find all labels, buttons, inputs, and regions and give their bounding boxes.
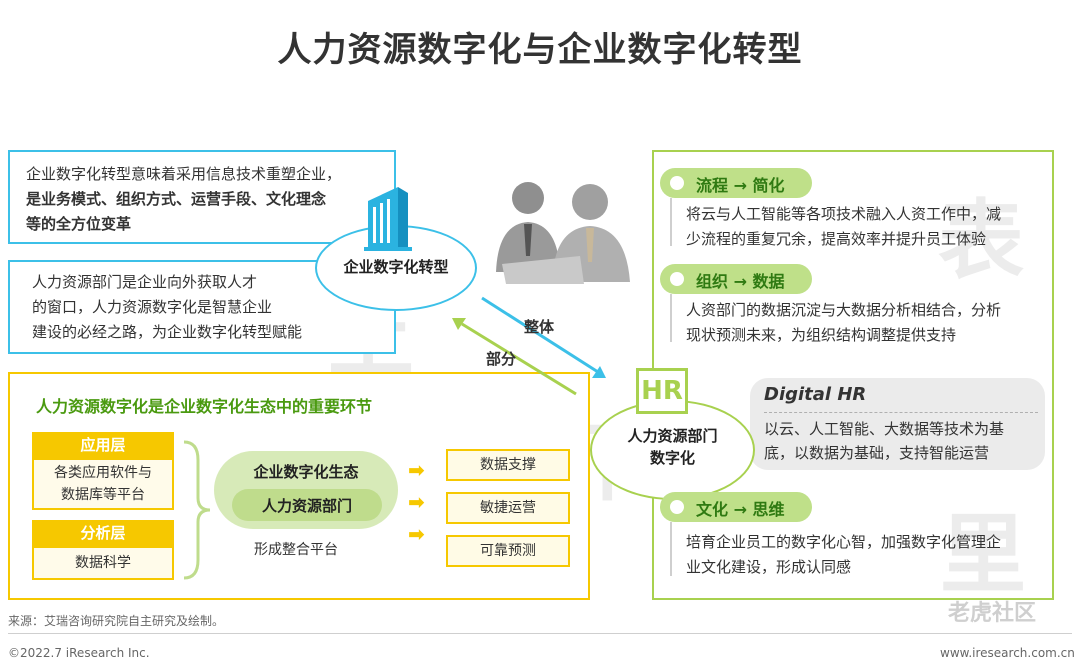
definition-line-3: 等的全方位变革 [26, 215, 132, 233]
culture-mindset-text: 培育企业员工的数字化心智，加强数字化管理企 业文化建设，形成认同感 [686, 530, 1001, 580]
hr-digitalization-line-2: 数字化 [649, 449, 695, 467]
definition-line-1: 企业数字化转型意味着采用信息技术重塑企业， [26, 165, 342, 183]
arrow-label-whole: 整体 [524, 318, 555, 336]
organization-data-pill: 组织 → 数据 [660, 264, 812, 294]
ecosystem-label: 企业数字化生态 [253, 463, 359, 481]
digital-hr-line-1: 以云、人工智能、大数据等技术为基 [764, 420, 1005, 438]
copyright: ©2022.7 iResearch Inc. [8, 646, 150, 660]
app-layer-head: 应用层 [32, 432, 174, 458]
digital-hr-text: 以云、人工智能、大数据等技术为基 底，以数据为基础，支持智能运营 [764, 417, 1040, 465]
bullet-dot-icon [670, 500, 684, 514]
hr-digitalization-label: 人力资源部门 数字化 [590, 425, 755, 469]
hr-digitalization-oval [590, 400, 755, 500]
app-layer-body: 各类应用软件与 数据库等平台 [32, 458, 174, 510]
page-title: 人力资源数字化与企业数字化转型 [277, 30, 803, 70]
bullet-dot-icon [670, 272, 684, 286]
culture-mindset-pill: 文化 → 思维 [660, 492, 812, 522]
integrated-platform-label: 形成整合平台 [254, 542, 338, 558]
output-agile-operation: 敏捷运营 [446, 492, 570, 524]
hr-department-box: 人力资源部门是企业向外获取人才 的窗口，人力资源数字化是智慧企业 建设的必经之路… [8, 260, 396, 354]
business-people-icon [496, 182, 630, 284]
enterprise-transformation-label: 企业数字化转型 [343, 258, 449, 276]
arrow-right-icon: ➡ [408, 458, 425, 482]
hr-dept-line-1: 人力资源部门是企业向外获取人才 [32, 273, 258, 291]
digital-hr-line-2: 底，以数据为基础，支持智能运营 [764, 444, 990, 462]
digital-hr-box [750, 378, 1045, 470]
process-simplify-label: 流程 → 简化 [696, 176, 785, 195]
digital-hr-title: Digital HR [764, 384, 867, 405]
hr-department-label: 人力资源部门 [261, 497, 352, 515]
watermark-li: 里 [940, 505, 1026, 605]
source-note: 来源：艾瑞咨询研究院自主研究及绘制。 [8, 614, 225, 628]
app-layer-line-1: 各类应用软件与 [54, 465, 152, 481]
arrow-right-icon: ➡ [408, 490, 425, 514]
footer-divider [8, 633, 1072, 634]
process-line-1: 将云与人工智能等各项技术融入人资工作中，减 [686, 205, 1002, 223]
interaction-arrows [452, 296, 606, 396]
arrow-label-part: 部分 [486, 350, 517, 368]
building-icon [364, 187, 412, 251]
definition-line-2: 是业务模式、组织方式、运营手段、文化理念 [26, 190, 327, 208]
transformation-definition-box: 企业数字化转型意味着采用信息技术重塑企业， 是业务模式、组织方式、运营手段、文化… [8, 150, 396, 244]
analysis-layer-body: 数据科学 [32, 546, 174, 580]
hr-department-pill [232, 489, 382, 521]
organization-data-text: 人资部门的数据沉淀与大数据分析相结合，分析 现状预测未来，为组织结构调整提供支持 [686, 298, 1001, 348]
hr-digitalization-line-1: 人力资源部门 [627, 427, 718, 445]
arrow-right-icon: ➡ [408, 522, 425, 546]
digital-hr-divider [764, 412, 1038, 413]
culture-line-1: 培育企业员工的数字化心智，加强数字化管理企 [686, 533, 1002, 551]
organization-data-label: 组织 → 数据 [696, 272, 785, 291]
ecosystem-title: 人力资源数字化是企业数字化生态中的重要环节 [36, 397, 373, 416]
site-url: www.iresearch.com.cn [940, 646, 1075, 660]
hr-dept-line-2: 的窗口，人力资源数字化是智慧企业 [32, 298, 273, 316]
process-line-2: 少流程的重复冗余，提高效率并提升员工体验 [686, 230, 987, 248]
output-reliable-prediction: 可靠预测 [446, 535, 570, 567]
brand-watermark: 老虎社区 [948, 601, 1037, 626]
organization-line-2: 现状预测未来，为组织结构调整提供支持 [686, 326, 957, 344]
watermark-biao: 表 [938, 191, 1024, 291]
culture-line-2: 业文化建设，形成认同感 [686, 558, 852, 576]
layer-bracket [183, 440, 211, 580]
app-layer-line-2: 数据库等平台 [61, 487, 145, 503]
process-simplify-pill: 流程 → 简化 [660, 168, 812, 198]
connector-line [670, 198, 672, 246]
hr-dept-line-3: 建设的必经之路，为企业数字化转型赋能 [32, 323, 303, 341]
bullet-dot-icon [670, 176, 684, 190]
connector-line [670, 294, 672, 342]
analysis-layer-head: 分析层 [32, 520, 174, 546]
hr-logo-icon: HR [636, 368, 688, 414]
organization-line-1: 人资部门的数据沉淀与大数据分析相结合，分析 [686, 301, 1002, 319]
culture-mindset-label: 文化 → 思维 [696, 500, 785, 519]
process-simplify-text: 将云与人工智能等各项技术融入人资工作中，减 少流程的重复冗余，提高效率并提升员工… [686, 202, 1001, 252]
output-data-support: 数据支撑 [446, 449, 570, 481]
connector-line [670, 522, 672, 576]
